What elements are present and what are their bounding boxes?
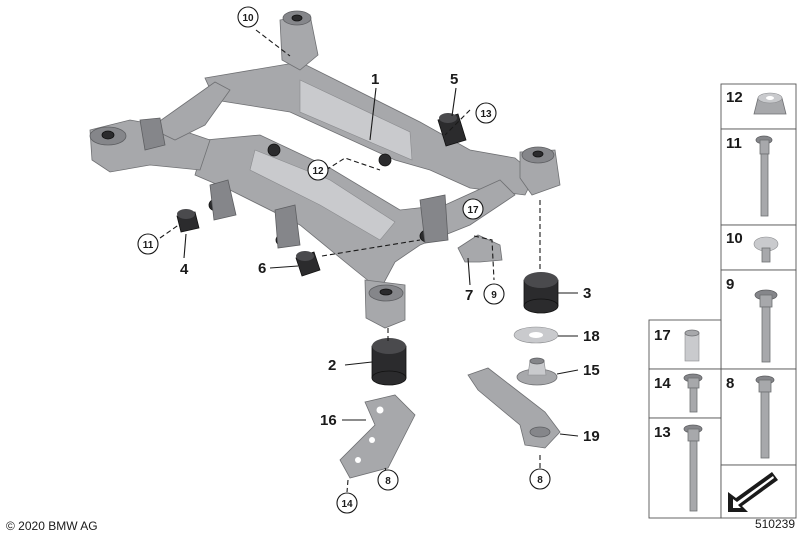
circled-label-11: 11 [143,240,154,251]
panel-label-17: 17 [654,327,671,344]
label-18: 18 [583,328,600,345]
stud-icon [684,329,700,362]
bolt-icon [683,424,703,512]
circled-label-17: 17 [467,205,479,216]
panel-label-8: 8 [726,375,734,392]
panel-label-12: 12 [726,89,743,106]
leader-lines [159,29,579,493]
label-4: 4 [180,261,189,278]
panel-label-9: 9 [726,276,734,293]
label-1: 1 [371,71,379,88]
panel-label-11: 11 [726,135,742,152]
label-6: 6 [258,260,266,277]
diagram-id: 510239 [755,517,795,531]
label-19: 19 [583,428,600,445]
bolt-icon [754,289,778,363]
rubber-mount-2 [371,338,407,386]
cup-15 [516,357,558,386]
fastener-legend: 12 11 10 9 17 [648,83,797,519]
bushing-6 [295,251,321,277]
circled-label-12: 12 [312,166,324,177]
circled-label-8b: 8 [537,475,543,486]
panel-label-13: 13 [654,424,671,441]
panel-label-10: 10 [726,230,743,247]
bracket-16 [339,394,416,479]
circled-labels: 10 13 12 17 11 9 8 8 14 [137,6,551,514]
circled-label-8a: 8 [385,476,391,487]
label-2: 2 [328,357,336,374]
clip-icon [753,236,779,263]
copyright-notice: © 2020 BMW AG [6,519,98,533]
label-15: 15 [583,362,600,379]
bracket-7 [457,234,503,263]
washer-18 [513,326,559,344]
strut-plate-19 [467,367,561,449]
circled-label-13: 13 [480,109,492,120]
part-number-labels: 1 2 3 4 5 6 7 16 18 15 19 [180,71,600,445]
panel-label-14: 14 [654,375,671,392]
bolt-icon [755,375,775,459]
label-5: 5 [450,71,458,88]
circled-label-9: 9 [491,290,497,301]
label-3: 3 [583,285,591,302]
bolt-icon [755,135,773,217]
label-16: 16 [320,412,337,429]
label-7: 7 [465,287,473,304]
circled-label-10: 10 [242,13,254,24]
bushing-4 [176,209,200,233]
circled-label-14: 14 [341,499,353,510]
bushing-5 [437,113,467,147]
rubber-mount-3 [523,272,559,314]
bolt-icon [683,373,703,413]
